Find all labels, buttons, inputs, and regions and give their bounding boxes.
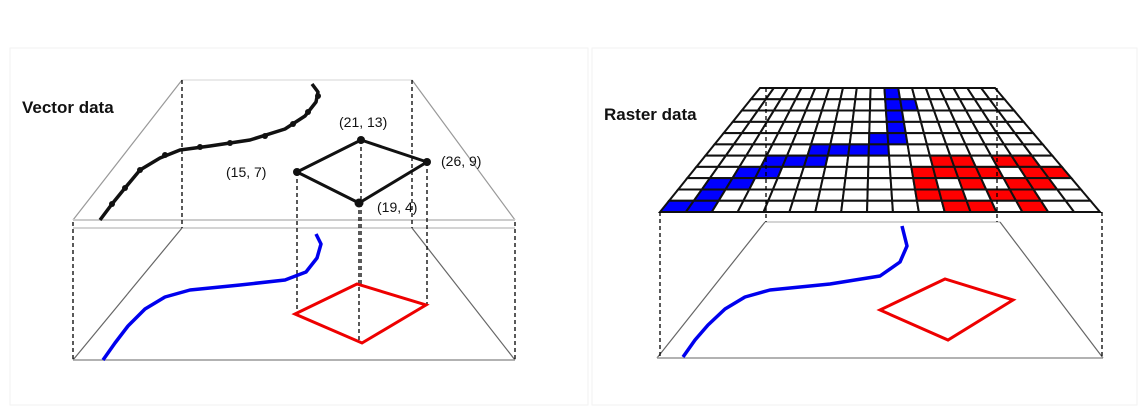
- raster-cell: [814, 199, 844, 213]
- raster-cell: [816, 188, 846, 202]
- raster-cell: [890, 188, 919, 202]
- raster-cell: [791, 188, 822, 202]
- raster-cell: [831, 120, 854, 135]
- raster-cell: [866, 188, 894, 202]
- raster-cell: [868, 98, 888, 112]
- raster-cell: [887, 154, 913, 168]
- raster-cell: [889, 177, 917, 191]
- raster-cell: [795, 177, 825, 191]
- raster-cell: [821, 165, 848, 180]
- point-label-15-7: (15, 7): [226, 164, 266, 180]
- raster-cell: [887, 143, 911, 157]
- raster-cell: [836, 98, 857, 112]
- raster-cell: [798, 165, 827, 180]
- raster-cell: [834, 109, 856, 123]
- raster-projection-lines: [659, 88, 1103, 358]
- point-label-26-9: (26, 9): [441, 153, 481, 169]
- vector-polygon-vertices: [293, 136, 431, 208]
- raster-cell: [849, 120, 871, 135]
- raster-cell: [891, 199, 921, 213]
- raster-cell: [842, 177, 870, 191]
- raster-cell: [868, 120, 889, 135]
- raster-cell: [766, 188, 799, 202]
- vector-line-vertices: [109, 93, 321, 207]
- raster-cell: [788, 199, 820, 213]
- vector-data-title: Vector data: [22, 98, 114, 117]
- raster-cell: [1063, 199, 1103, 213]
- vector-bottom-plane: [72, 227, 516, 361]
- vector-projection-lines: [72, 80, 516, 360]
- raster-cell: [866, 177, 893, 191]
- raster-cell: [867, 132, 890, 146]
- point-label-21-13: (21, 13): [339, 114, 387, 130]
- raster-cell: [762, 199, 795, 213]
- raster-grid: [657, 87, 1103, 213]
- raster-cell: [869, 87, 887, 101]
- raster-cell: [851, 109, 871, 123]
- vector-panel: [9, 47, 589, 406]
- raster-cell: [866, 165, 892, 180]
- raster-cell: [868, 109, 888, 123]
- raster-cell: [852, 98, 872, 112]
- raster-blue-line-projection: [681, 225, 909, 359]
- raster-cell: [866, 199, 895, 213]
- raster-cell: [809, 132, 835, 146]
- point-label-19-4: (19, 4): [377, 199, 417, 215]
- raster-cell: [829, 132, 853, 146]
- raster-cell: [867, 143, 891, 157]
- raster-cell: [912, 177, 941, 191]
- raster-cell: [802, 154, 830, 168]
- raster-cell: [913, 188, 944, 202]
- raster-cell: [839, 87, 858, 101]
- vector-red-polygon-projection: [291, 282, 430, 345]
- raster-cell: [848, 132, 871, 146]
- raster-cell: [854, 87, 872, 101]
- raster-cell: [826, 143, 851, 157]
- raster-cell: [845, 154, 870, 168]
- vector-top-plane: [72, 79, 516, 221]
- raster-cell: [819, 177, 847, 191]
- raster-cell: [885, 120, 907, 135]
- raster-bottom-plane: [656, 221, 1104, 359]
- raster-cell: [847, 143, 871, 157]
- raster-cell: [886, 132, 909, 146]
- raster-cell: [824, 154, 850, 168]
- raster-cell: [884, 109, 906, 123]
- raster-cell: [867, 154, 891, 168]
- raster-cell: [844, 165, 870, 180]
- raster-cell: [841, 188, 869, 202]
- raster-cell: [806, 143, 832, 157]
- raster-cell: [888, 165, 915, 180]
- raster-data-title: Raster data: [604, 105, 697, 124]
- raster-cell: [910, 165, 938, 180]
- raster-cell: [840, 199, 869, 213]
- raster-cell: [915, 199, 947, 213]
- vector-blue-line-projection: [101, 233, 323, 362]
- raster-red-polygon-projection: [876, 277, 1017, 342]
